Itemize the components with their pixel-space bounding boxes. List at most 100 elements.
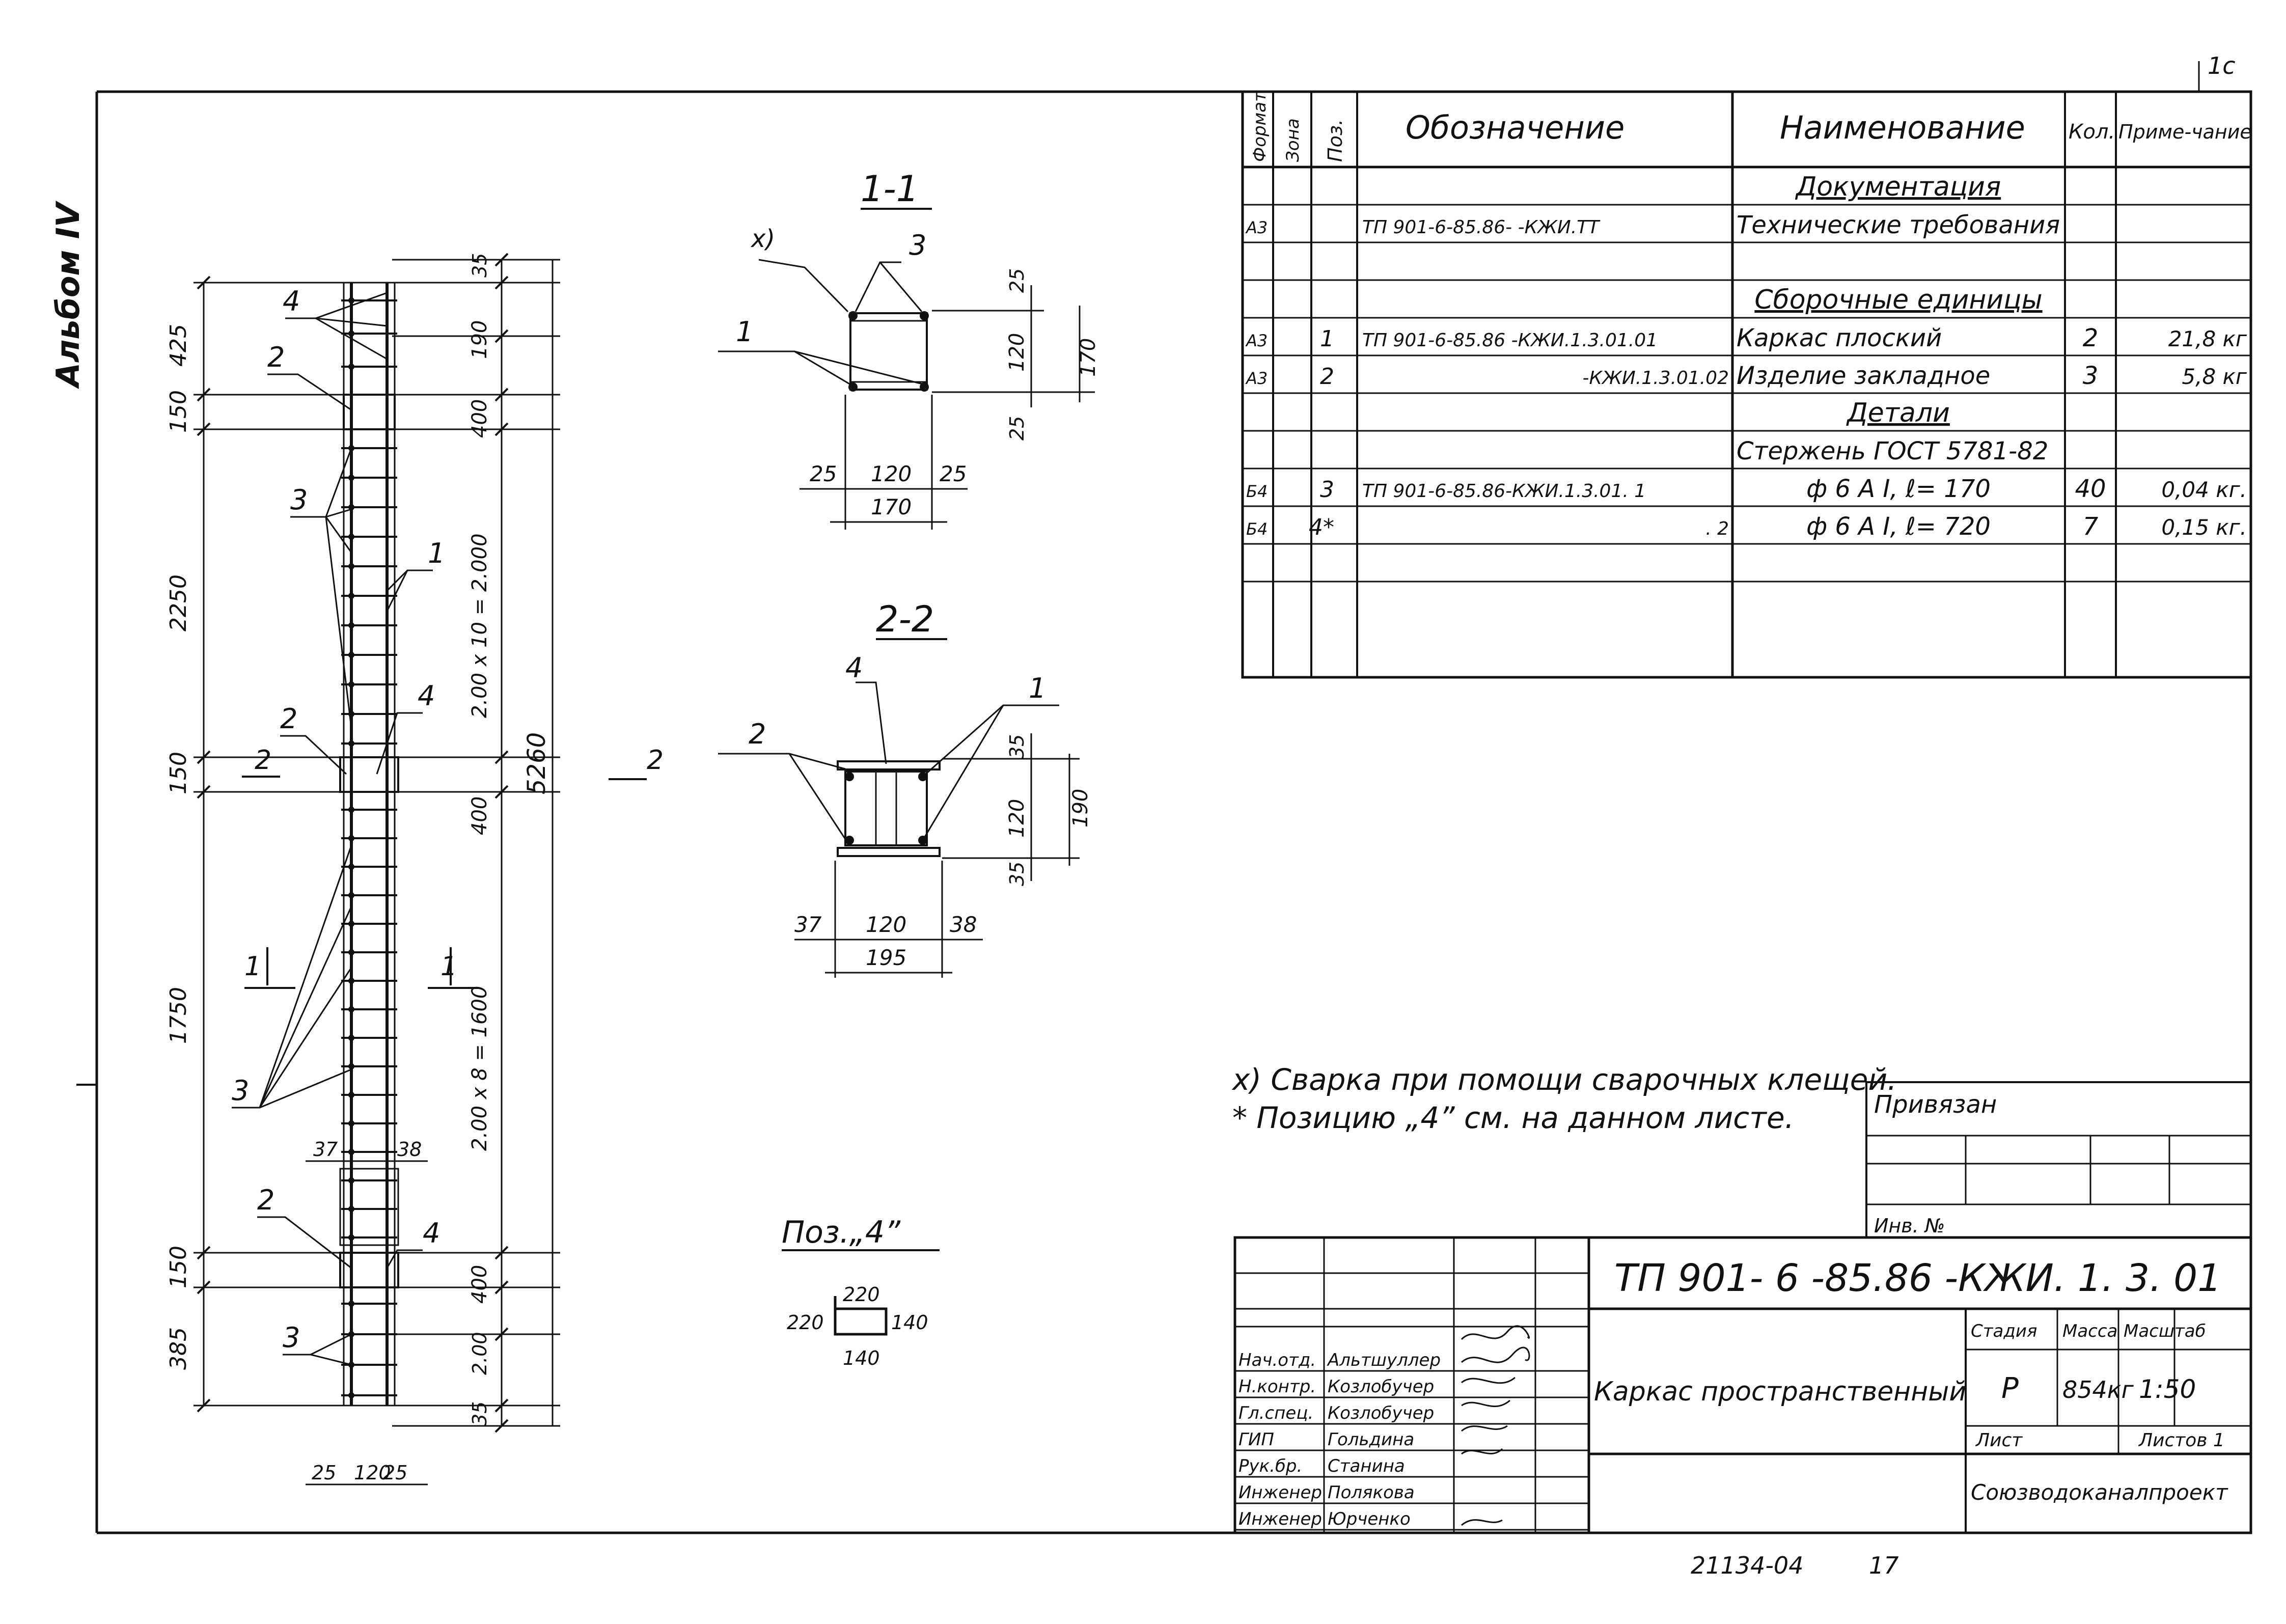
section-2-2-bottom-38: 38 <box>950 912 977 937</box>
dim-tick <box>197 785 211 799</box>
section-2-2-bottom-37: 37 <box>794 912 822 937</box>
staff-role: ГИП <box>1238 1429 1274 1450</box>
right-dim-2000: 2.00 x 10 = 2.000 <box>468 533 491 718</box>
weld-point <box>348 297 354 304</box>
weld-point <box>348 364 354 370</box>
section-1-1-label-1: 1 <box>736 316 753 348</box>
stage-label: Стадия <box>1971 1321 2037 1341</box>
weld-note-mark: x) <box>750 225 775 253</box>
section-1-1-overall: 170 <box>1077 338 1100 377</box>
signatures <box>1461 1325 1530 1526</box>
header-designation: Обозначение <box>1406 109 1624 146</box>
spec-cell-pos: 3 <box>1320 477 1334 503</box>
album-label: Альбом IV <box>49 200 87 390</box>
section-2-2-bottom-120: 120 <box>866 912 906 937</box>
spec-cell-designation: ТП 901-6-85.86-КЖИ.1.3.01. 1 <box>1362 481 1646 502</box>
sheet-label: Лист <box>1975 1430 2023 1451</box>
staff-role: Н.контр. <box>1238 1377 1316 1397</box>
overall-dim-5260: 5260 <box>522 732 551 794</box>
right-dim-190: 190 <box>468 320 491 359</box>
weld-point <box>348 593 354 599</box>
dim-tick <box>494 1419 509 1433</box>
spec-cell-note: 21,8 кг <box>2168 326 2247 351</box>
dim-tick <box>494 253 509 267</box>
leader-line <box>259 906 352 1108</box>
right-dim-400b: 400 <box>468 796 491 835</box>
dim-tick <box>494 750 509 764</box>
footer-page: 17 <box>1869 1552 1899 1579</box>
spec-cell-qty: 7 <box>2083 512 2099 541</box>
dim-tick <box>494 422 509 436</box>
pos-label-2c: 2 <box>257 1184 274 1216</box>
section-mark-2-left: 2 <box>255 745 271 776</box>
pos4-dim-bottom: 140 <box>843 1347 880 1369</box>
corner-mark: 1с <box>2208 52 2236 79</box>
spec-cell-designation: ТП 901-6-85.86- -КЖИ.ТТ <box>1362 217 1601 238</box>
header-qty: Кол. <box>2069 120 2115 144</box>
section-1-1-bottom-25a: 25 <box>810 461 837 486</box>
weld-point <box>348 652 354 658</box>
weld-point <box>348 921 354 927</box>
header-note: Приме-чание <box>2118 121 2252 143</box>
dim-tick <box>494 1398 509 1413</box>
note-pos4: * Позицию „4” см. на данном листе. <box>1232 1100 1794 1135</box>
section-mark-2-right: 2 <box>647 745 664 776</box>
section-2-2: 2-2 4 2 1 35 120 35 190 37 120 38 195 <box>718 598 1092 978</box>
staff-role: Рук.бр. <box>1238 1456 1302 1476</box>
sheets-label: Листов 1 <box>2138 1430 2225 1451</box>
pos4-detail: Поз.„4” 220 220 140 140 <box>782 1215 940 1369</box>
spec-cell-note: 0,04 кг. <box>2161 477 2247 502</box>
spec-cell-format: А3 <box>1245 369 1268 388</box>
left-dim-425: 425 <box>166 324 191 367</box>
weld-point <box>348 1120 354 1126</box>
dim-tick <box>197 750 211 764</box>
section-2-2-dim-120: 120 <box>1005 799 1029 838</box>
weld-point <box>348 1149 354 1155</box>
leader-line <box>267 373 352 411</box>
section-2-2-bottom-overall: 195 <box>866 945 906 970</box>
staff-name: Юрченко <box>1328 1509 1411 1529</box>
section-2-2-title: 2-2 <box>876 598 934 640</box>
spec-cell-format: Б4 <box>1246 482 1268 501</box>
binding-box: Привязан Инв. № <box>1865 1081 2252 1238</box>
pos-label-3c: 3 <box>283 1322 300 1354</box>
spec-cell-note: 0,15 кг. <box>2161 515 2247 540</box>
right-dim-1600: 2.00 x 8 = 1600 <box>468 986 491 1151</box>
staff-name: Козлобучер <box>1328 1403 1434 1423</box>
binding-title: Привязан <box>1874 1090 1997 1119</box>
leader-line <box>285 292 388 319</box>
spec-cell-name: Изделие закладное <box>1737 362 1990 390</box>
spec-cell-name: ф 6 А I, ℓ= 170 <box>1806 475 1991 503</box>
section-1-1-dim-120: 120 <box>1005 333 1029 372</box>
staff-role: Гл.спец. <box>1238 1403 1313 1423</box>
header-zone: Зона <box>1283 118 1303 162</box>
right-dim-400a: 400 <box>468 399 491 438</box>
right-dim-35-top: 35 <box>469 253 491 278</box>
spec-cell-name: Документация <box>1795 172 2001 202</box>
spec-cell-name: Стержень ГОСТ 5781-82 <box>1737 437 2048 465</box>
dim-tick <box>197 276 211 290</box>
pos-label-4a: 4 <box>283 285 300 317</box>
weld-point <box>348 1392 354 1398</box>
left-dim-150a: 150 <box>166 390 191 433</box>
weld-point <box>348 331 354 337</box>
spec-cell-name: Каркас плоский <box>1737 324 1942 352</box>
staff-name: Гольдина <box>1328 1429 1414 1450</box>
pos4-title: Поз.„4” <box>782 1215 901 1250</box>
weld-point <box>348 475 354 481</box>
spec-cell-format: Б4 <box>1246 519 1268 539</box>
weld-point <box>348 1177 354 1183</box>
weld-point <box>348 807 354 813</box>
pos4-dim-top: 220 <box>843 1283 880 1306</box>
weld-point <box>348 1301 354 1307</box>
binding-inv: Инв. № <box>1874 1215 1945 1237</box>
pos4-dim-right: 140 <box>891 1311 928 1334</box>
staff-role: Нач.отд. <box>1238 1350 1316 1370</box>
dim-tick <box>494 1246 509 1260</box>
dim-tick <box>197 422 211 436</box>
weld-point <box>348 1206 354 1212</box>
dim-tick <box>494 785 509 799</box>
section-2-2-dim-35-top: 35 <box>1006 734 1028 759</box>
left-dim-2250: 2250 <box>166 574 191 631</box>
